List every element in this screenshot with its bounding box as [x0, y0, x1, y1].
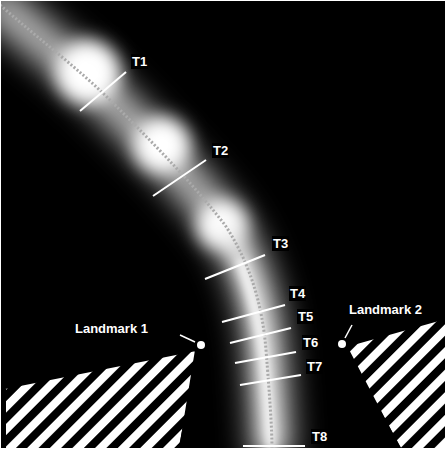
- leader-line: [345, 325, 352, 338]
- hatched-region-right: [346, 318, 446, 449]
- transect-label: T6: [302, 335, 319, 350]
- dotted-track: [0, 5, 272, 449]
- transect-label: T3: [272, 236, 289, 251]
- channel-edge: [343, 346, 400, 449]
- transect-label: T1: [131, 54, 148, 69]
- leader-line: [180, 335, 195, 342]
- transect-label: T5: [297, 309, 314, 324]
- transect-label: T2: [212, 143, 229, 158]
- landmark-dot: [338, 340, 346, 348]
- transect-label: T4: [289, 286, 306, 301]
- hatched-region-left: [5, 350, 196, 449]
- glow-halo: [0, 5, 272, 449]
- landmark-label: Landmark 2: [348, 302, 423, 317]
- transect-lines: [80, 72, 305, 446]
- transect-label: T8: [311, 429, 328, 444]
- transect-label: T7: [306, 359, 323, 374]
- landmark-label: Landmark 1: [74, 321, 149, 336]
- channel-edge: [180, 346, 200, 449]
- landmark-dot: [197, 341, 205, 349]
